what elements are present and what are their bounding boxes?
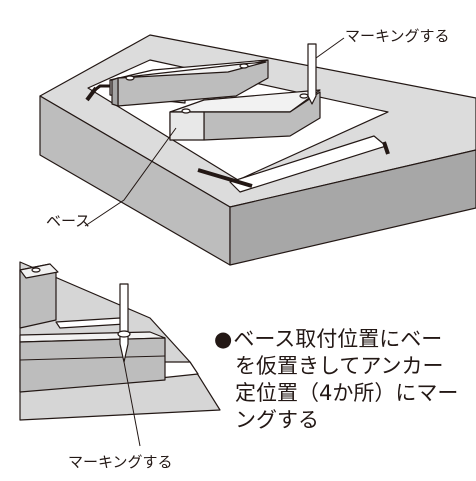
front-base-end	[169, 111, 205, 141]
label-marking-top: マーキングする	[345, 27, 450, 45]
marker-pen-top	[307, 43, 317, 105]
marker-pen-bottom	[119, 283, 129, 363]
slab-right-face	[229, 149, 476, 266]
bullet-icon: ●	[214, 327, 233, 351]
instruction-line-2: を仮置きしてアンカー	[235, 354, 444, 378]
instruction-line-1: ●ベース取付位置にベー	[214, 327, 443, 351]
instruction-line-3: 定位置（4か所）にマー	[235, 381, 459, 405]
label-marking-bottom: マーキングする	[68, 453, 173, 471]
closeup-base-front	[19, 337, 166, 393]
label-base: ベース	[46, 212, 91, 230]
instruction-line-4: ングする	[235, 408, 319, 432]
instruction-text: ●ベース取付位置にベー を仮置きしてアンカー 定位置（4か所）にマー ングする	[214, 326, 476, 434]
